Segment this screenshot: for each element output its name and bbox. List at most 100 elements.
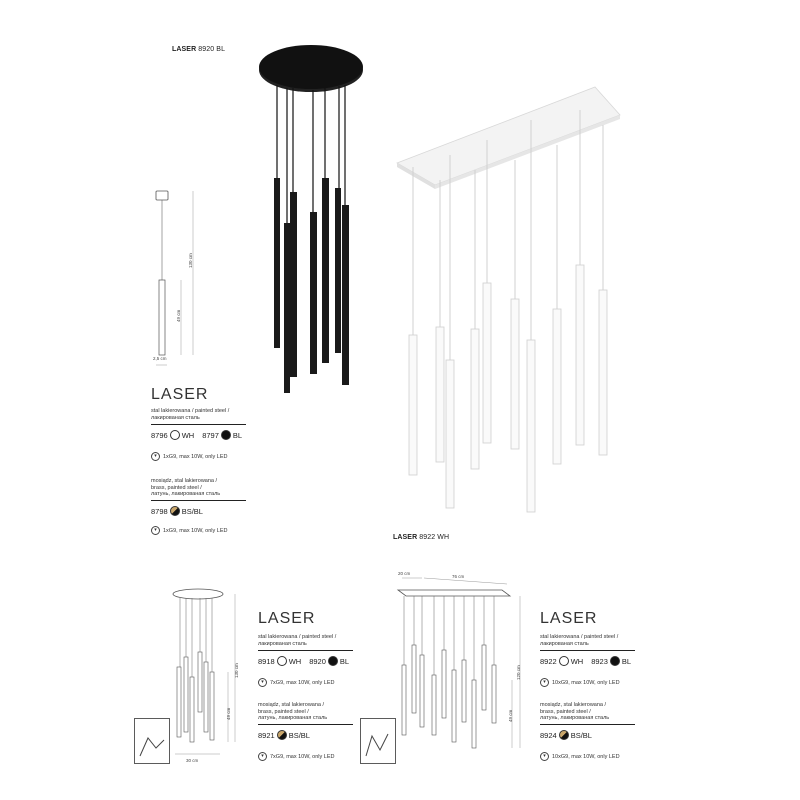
divider [258, 724, 353, 725]
single-pendant-drawing [155, 190, 194, 366]
caption-name: LASER [393, 534, 418, 541]
color-label: BL [339, 656, 350, 666]
spec-text: 1xG9, max 10W, only LED [163, 453, 228, 460]
material-group-2: mosiądz, stal lakierowana / brass, paint… [540, 702, 609, 722]
divider [151, 500, 246, 501]
color-label: WH [181, 430, 195, 440]
round-pendant-drawing [172, 588, 236, 755]
color-label: BS/BL [181, 506, 203, 516]
material-group-2: mosiądz, stal lakierowana / brass, paint… [258, 702, 327, 722]
white-swatch-icon [558, 656, 569, 666]
product-code: 8921 [258, 730, 275, 740]
material-group-1: stal lakierowana / painted steel / лакир… [151, 408, 229, 421]
dim-height-total: 130 cm [234, 663, 239, 678]
codes-row-2: 8924 BS/BL [540, 730, 592, 740]
dim-width: 2,5 cm [153, 356, 167, 361]
product-title: LASER [540, 610, 598, 627]
product-code: 8797 [202, 430, 219, 440]
bulb-icon: ▾ [258, 752, 267, 761]
spec-row-2: ▾ 7xG9, max 10W, only LED [258, 752, 335, 761]
brass-black-swatch-icon [169, 506, 180, 516]
white-swatch-icon [276, 656, 287, 666]
photo-caption-wh: LASER 8922 WH [393, 534, 449, 541]
divider [151, 424, 246, 425]
caption-code: 8920 BL [198, 46, 226, 53]
black-swatch-icon [220, 430, 231, 440]
black-swatch-icon [609, 656, 620, 666]
material-line: stal lakierowana / painted steel / [258, 634, 337, 640]
spec-text: 7xG9, max 10W, only LED [270, 753, 335, 760]
bulb-icon: ▾ [151, 526, 160, 535]
bulb-icon: ▾ [151, 452, 160, 461]
material-line: латунь, лакированая сталь [540, 715, 610, 721]
spec-row-2: ▾ 10xG9, max 10W, only LED [540, 752, 620, 761]
spec-text: 10xG9, max 10W, only LED [552, 679, 620, 686]
divider [540, 724, 635, 725]
product-code: 8920 [309, 656, 326, 666]
white-swatch-icon [169, 430, 180, 440]
dim-height-total: 130 cm [188, 253, 193, 268]
black-round-pendant-image [259, 45, 363, 393]
dim-height-tube: 49 cm [176, 309, 181, 322]
spec-row-2: ▾ 1xG9, max 10W, only LED [151, 526, 228, 535]
divider [540, 650, 635, 651]
material-line: лакированая сталь [151, 414, 200, 421]
dim-width: 30 cm [186, 758, 199, 763]
spec-row-1: ▾ 7xG9, max 10W, only LED [258, 678, 335, 687]
material-line: stal lakierowana / painted steel / [151, 408, 230, 414]
black-swatch-icon [327, 656, 338, 666]
material-line: brass, painted steel / [540, 708, 591, 715]
codes-row-1: 8922 WH 8923 BL [540, 656, 631, 666]
material-group-2: mosiądz, stal lakierowana / brass, paint… [151, 478, 220, 498]
codes-row-1: 8796 WH 8797 BL [151, 430, 242, 440]
material-line: латунь, лакированая сталь [151, 491, 221, 497]
bulb-icon: ▾ [540, 752, 549, 761]
material-line: stal lakierowana / painted steel / [540, 634, 619, 640]
material-line: mosiądz, stal lakierowana / [151, 478, 218, 484]
photo-caption-bl: LASER 8920 BL [172, 46, 225, 53]
spec-row-1: ▾ 10xG9, max 10W, only LED [540, 678, 620, 687]
dim-height-tube: 49 cm [508, 709, 513, 722]
material-line: mosiądz, stal lakierowana / [258, 702, 325, 708]
product-title: LASER [258, 610, 316, 627]
spec-text: 1xG9, max 10W, only LED [163, 527, 228, 534]
product-code: 8923 [591, 656, 608, 666]
bulb-icon: ▾ [540, 678, 549, 687]
product-title: LASER [151, 386, 209, 403]
color-label: BS/BL [570, 730, 592, 740]
material-line: brass, painted steel / [151, 484, 202, 491]
caption-code: 8922 WH [419, 534, 450, 541]
product-code: 8924 [540, 730, 557, 740]
dim-depth: 20 cm [398, 571, 411, 576]
material-line: лакированая сталь [258, 640, 307, 647]
product-code: 8922 [540, 656, 557, 666]
color-label: BL [232, 430, 243, 440]
rectangular-pendant-drawing [396, 577, 521, 749]
product-code: 8796 [151, 430, 168, 440]
bulb-icon: ▾ [258, 678, 267, 687]
brass-black-swatch-icon [558, 730, 569, 740]
color-label: BL [621, 656, 632, 666]
color-label: WH [288, 656, 302, 666]
material-line: mosiądz, stal lakierowana / [540, 702, 607, 708]
divider [258, 650, 353, 651]
material-line: brass, painted steel / [258, 708, 309, 715]
photo-thumbnail [134, 718, 170, 764]
material-line: лакированая сталь [540, 640, 589, 647]
material-group-1: stal lakierowana / painted steel / лакир… [258, 634, 336, 647]
spec-text: 10xG9, max 10W, only LED [552, 753, 620, 760]
spec-row-1: ▾ 1xG9, max 10W, only LED [151, 452, 228, 461]
product-code: 8918 [258, 656, 275, 666]
caption-name: LASER [172, 46, 197, 53]
spec-text: 7xG9, max 10W, only LED [270, 679, 335, 686]
dim-height-tube: 49 cm [226, 707, 231, 720]
codes-row-2: 8798 BS/BL [151, 506, 203, 516]
material-group-1: stal lakierowana / painted steel / лакир… [540, 634, 618, 647]
dim-height-total: 120 cm [516, 665, 521, 680]
white-rectangular-pendant-image [396, 86, 621, 513]
photo-thumbnail [360, 718, 396, 764]
material-line: латунь, лакированая сталь [258, 715, 328, 721]
color-label: BS/BL [288, 730, 310, 740]
brass-black-swatch-icon [276, 730, 287, 740]
product-code: 8798 [151, 506, 168, 516]
